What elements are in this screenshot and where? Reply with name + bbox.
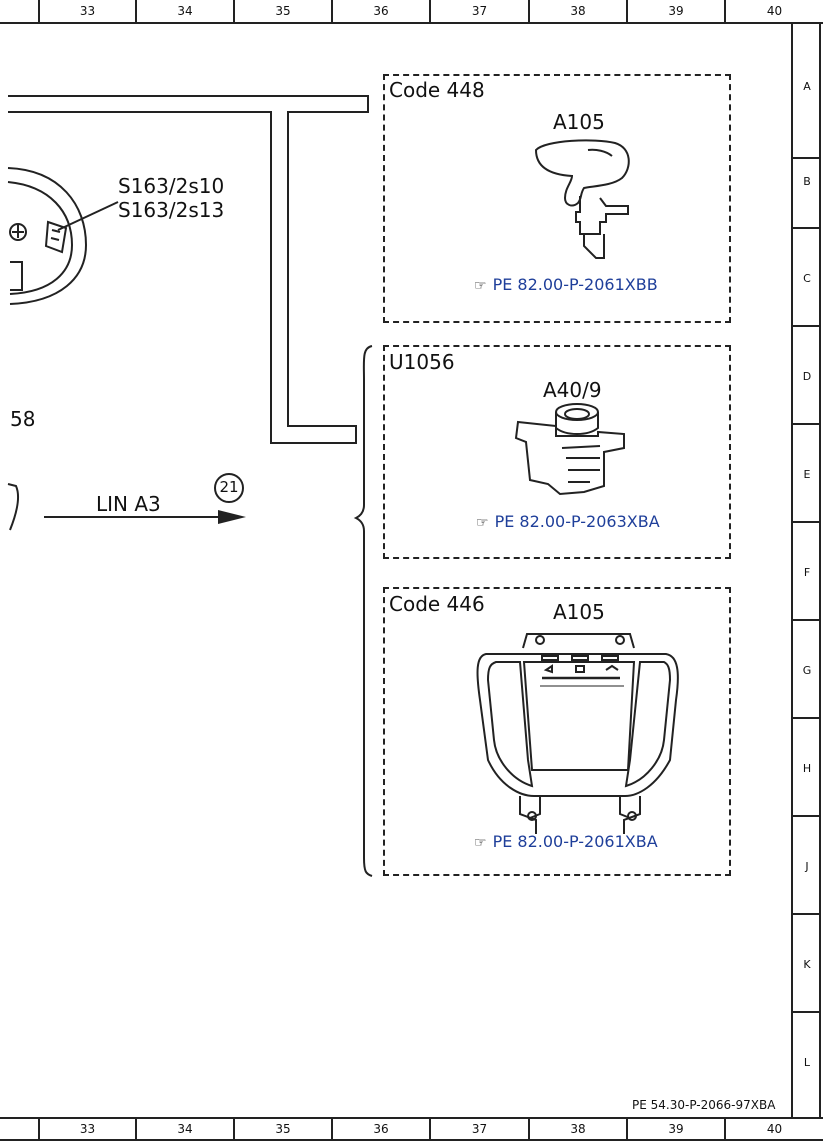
row-d: D xyxy=(793,325,821,425)
column-35: 35 xyxy=(233,0,331,22)
column-37: 37 xyxy=(429,1119,528,1139)
column-33: 33 xyxy=(38,0,135,22)
switch-leader-line xyxy=(57,201,119,231)
column-38: 38 xyxy=(528,0,626,22)
switch-label-s163-2s10: S163/2s10 xyxy=(118,174,225,198)
row-k: K xyxy=(793,913,821,1013)
component-label: A105 xyxy=(553,110,605,134)
row-e: E xyxy=(793,423,821,523)
sheet-border xyxy=(819,22,821,1117)
steering-wheel-icon xyxy=(7,167,88,305)
circle-ref-label: 21 xyxy=(219,478,239,496)
row-g: G xyxy=(793,619,821,719)
row-b: B xyxy=(793,157,821,229)
column-36: 36 xyxy=(331,1119,429,1139)
switch-label-s163-2s13: S163/2s13 xyxy=(118,198,225,222)
document-link-label: PE 82.00-P-2061XBB xyxy=(492,275,658,294)
option-box-u1056 xyxy=(383,345,731,559)
component-number-label: 58 xyxy=(10,407,36,431)
option-code-label: U1056 xyxy=(389,350,455,374)
column-39: 39 xyxy=(626,1119,724,1139)
pointing-hand-icon: ☞ xyxy=(474,835,487,851)
document-link-label: PE 82.00-P-2061XBA xyxy=(492,832,658,851)
lin-arrowhead xyxy=(218,510,246,524)
group-brace xyxy=(353,345,373,877)
column-34: 34 xyxy=(135,0,233,22)
document-link[interactable]: ☞ PE 82.00-P-2063XBA xyxy=(476,512,660,531)
pointing-hand-icon: ☞ xyxy=(474,278,487,294)
row-j: J xyxy=(793,815,821,915)
option-box-code-446 xyxy=(383,587,731,876)
column-34: 34 xyxy=(135,1119,233,1139)
document-link[interactable]: ☞ PE 82.00-P-2061XBB xyxy=(474,275,658,294)
column-40: 40 xyxy=(724,0,823,22)
lin-device-fragment xyxy=(7,483,19,531)
row-h: H xyxy=(793,717,821,817)
pointing-hand-icon: ☞ xyxy=(476,515,489,531)
row-ruler: A B C D E F G H J K L xyxy=(791,22,821,1117)
document-reference: PE 54.30-P-2066-97XBA xyxy=(632,1098,776,1112)
column-39: 39 xyxy=(626,0,724,22)
component-label: A105 xyxy=(553,600,605,624)
top-column-ruler: 33 34 35 36 37 38 39 40 xyxy=(0,0,823,24)
column-36: 36 xyxy=(331,0,429,22)
document-link[interactable]: ☞ PE 82.00-P-2061XBA xyxy=(474,832,658,851)
row-f: F xyxy=(793,521,821,621)
column-38: 38 xyxy=(528,1119,626,1139)
overhead-control-panel-icon xyxy=(476,633,679,834)
option-code-label: Code 446 xyxy=(389,592,485,616)
bottom-column-ruler: 33 34 35 36 37 38 39 40 xyxy=(0,1117,823,1141)
component-label: A40/9 xyxy=(543,378,602,402)
row-c: C xyxy=(793,227,821,327)
controller-icon xyxy=(514,403,625,496)
option-box-code-448 xyxy=(383,74,731,323)
option-code-label: Code 448 xyxy=(389,78,485,102)
gear-selector-icon xyxy=(534,139,630,259)
column-37: 37 xyxy=(429,0,528,22)
column-33: 33 xyxy=(38,1119,135,1139)
row-l: L xyxy=(793,1011,821,1119)
row-a: A xyxy=(793,22,821,159)
circle-ref-21 xyxy=(214,473,244,503)
lin-bus-label: LIN A3 xyxy=(96,492,161,516)
column-35: 35 xyxy=(233,1119,331,1139)
document-link-label: PE 82.00-P-2063XBA xyxy=(494,512,660,531)
bus-channel xyxy=(8,95,369,444)
column-40: 40 xyxy=(724,1119,823,1139)
